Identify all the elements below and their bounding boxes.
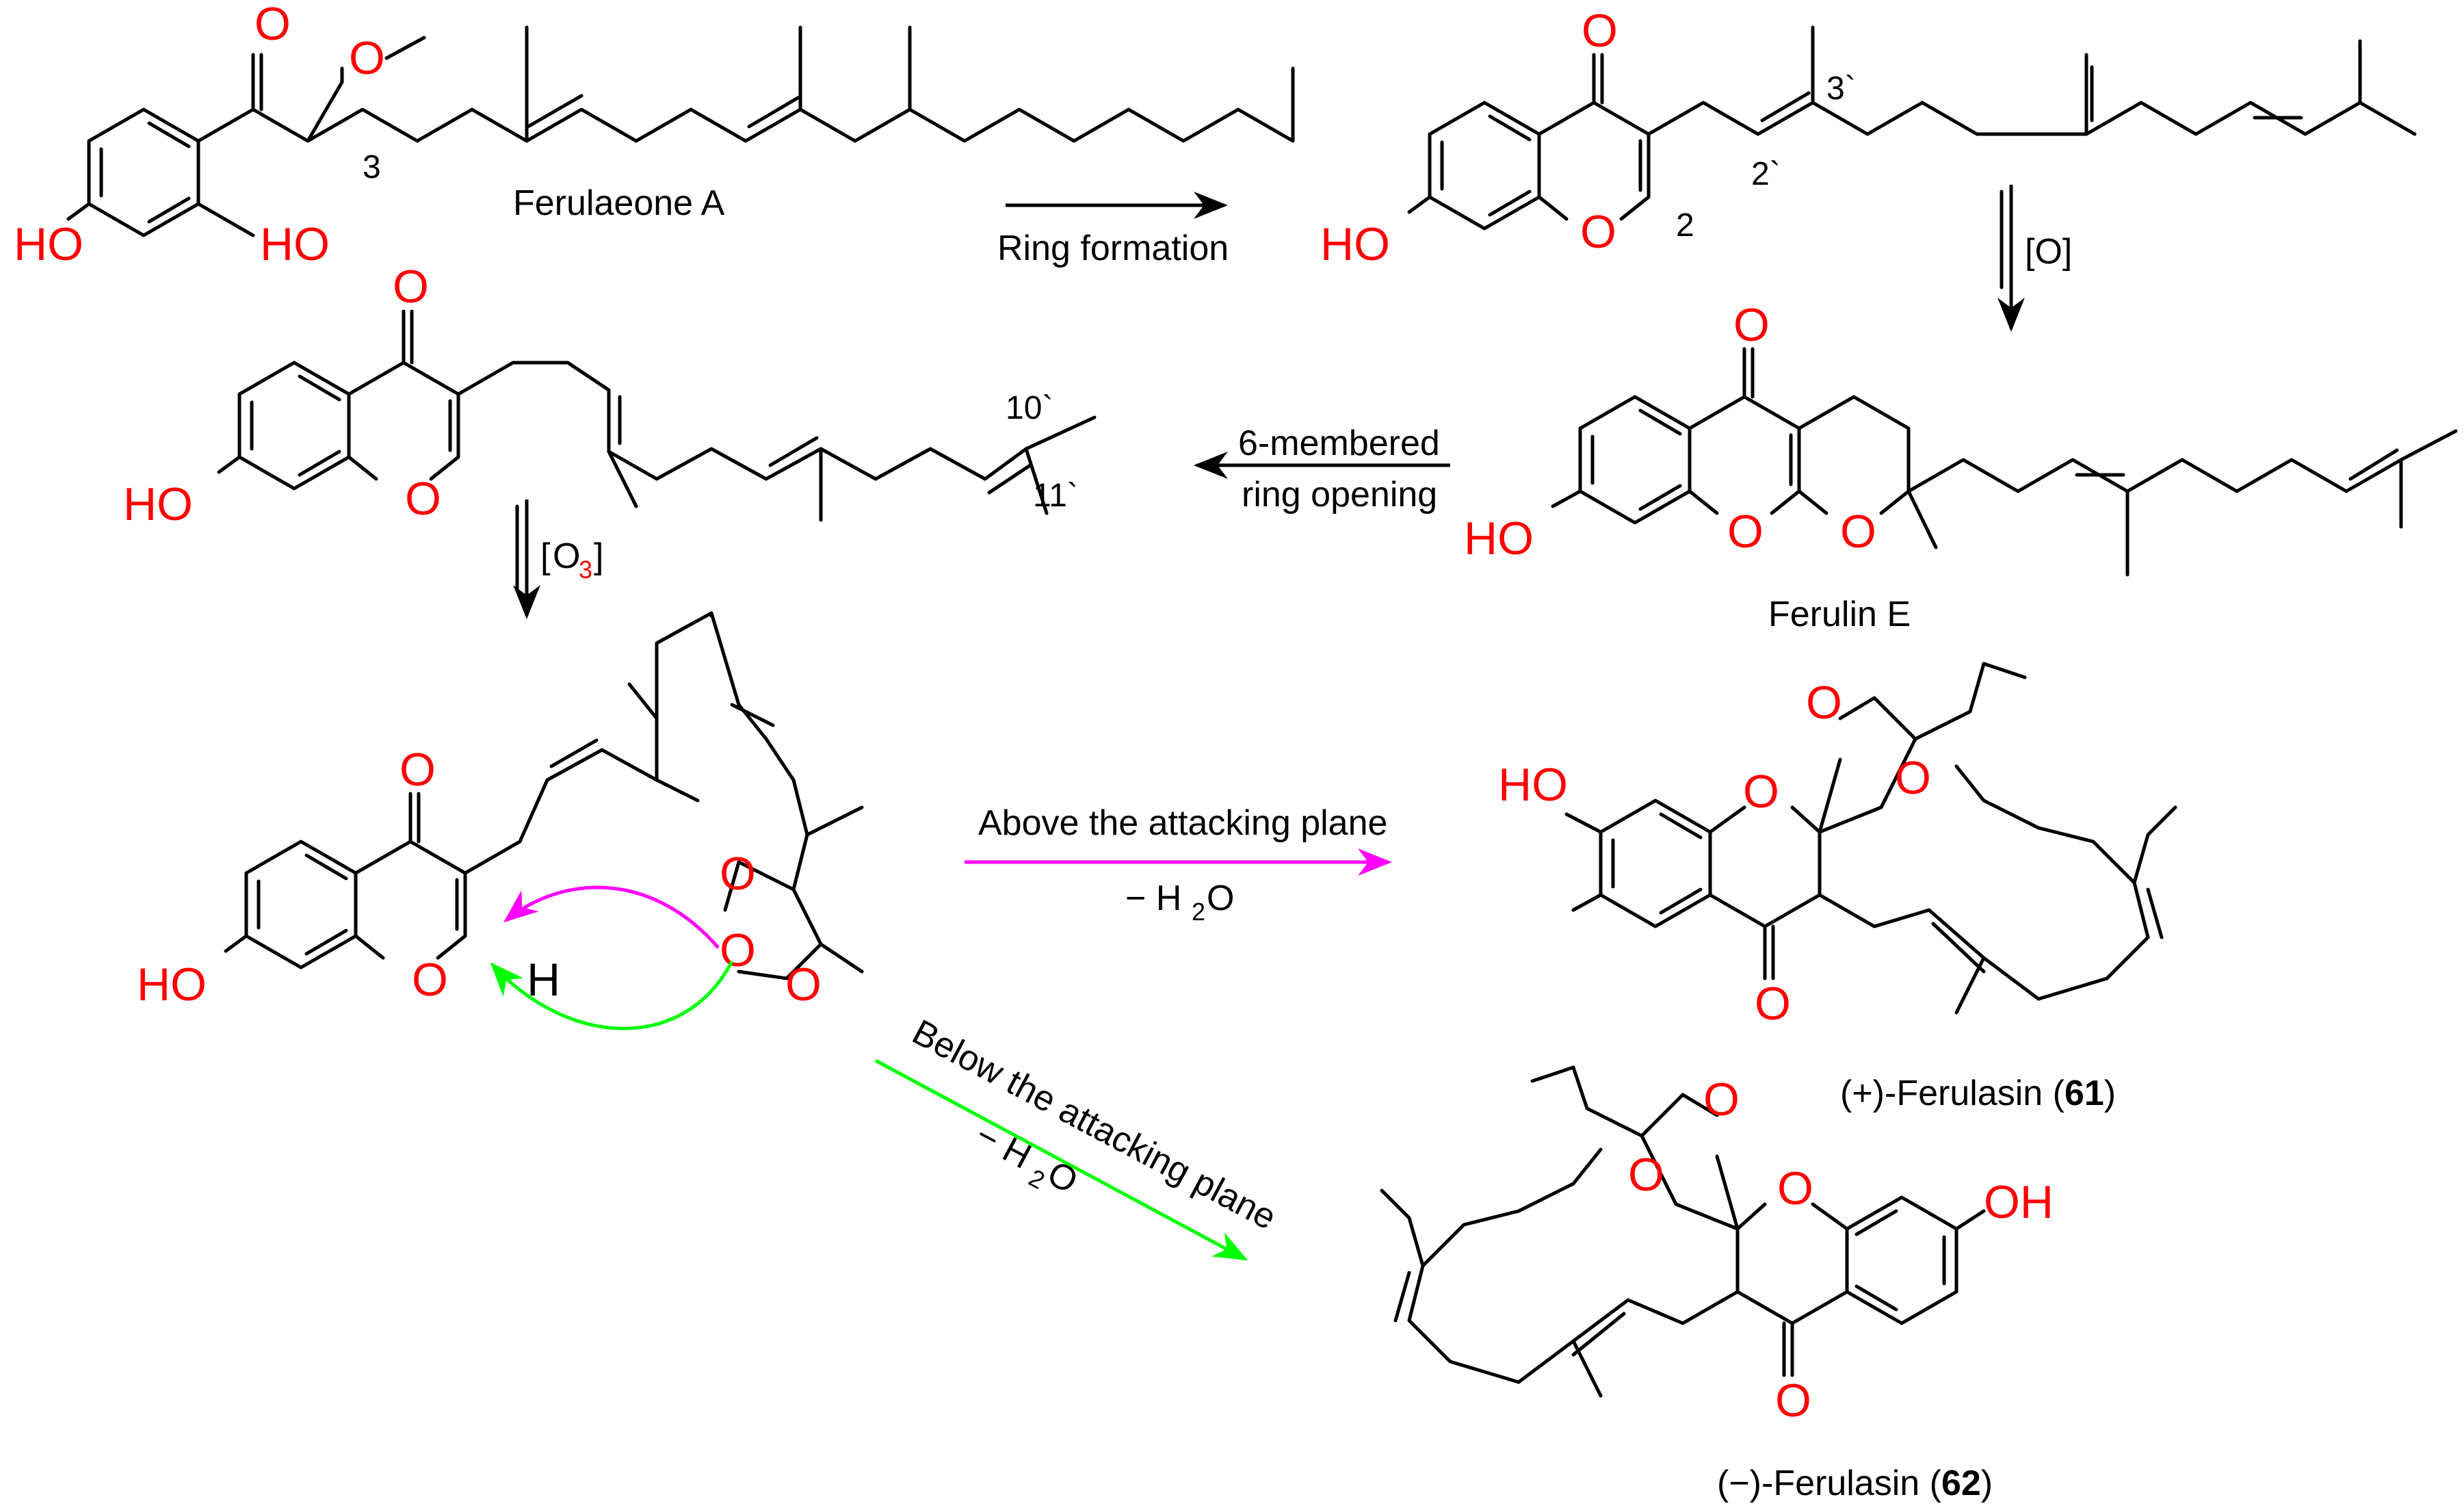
ferulaeone-carbonyl-o: O [254,0,291,50]
svg-text:3: 3 [579,556,592,584]
ozonide-o3: O [785,959,822,1011]
oxidation-label: [O] [2025,232,2072,272]
chromone2-oh: HO [123,478,193,530]
ferulasin-62-structure: OH O O O O [1380,1065,2054,1427]
ferulasin62-oh: OH [1984,1176,2054,1228]
ferulaeone-a-name: Ferulaeone A [513,183,725,223]
svg-text:− H: − H [969,1115,1038,1177]
ferulaeone-a-structure: O O HO HO 3 [14,0,1295,270]
svg-text:O: O [553,536,580,576]
ozonide-chromone-oh: HO [137,959,207,1011]
above-plane-label: Above the attacking plane [978,803,1387,843]
below-plane-label: Below the attacking plane [906,1012,1282,1237]
svg-text:− H: − H [1125,879,1181,918]
ferulasin61-dioxolane-o2: O [1895,752,1931,804]
ozonide-intermediate: O O HO H O O O [137,611,864,1011]
chromone2-c11prime-label: 11` [1033,478,1078,514]
below-plane-arrow [874,1058,1248,1261]
ferulasin62-dioxolane-o1: O [1703,1074,1740,1126]
ring-opening-label-2: ring opening [1242,475,1437,515]
ferulaeone-oh-1: HO [14,218,83,270]
ferulin-e-ring-o1: O [1727,506,1764,558]
ferulin-e-oh: HO [1464,512,1534,564]
chromone1-ring-o: O [1580,206,1616,258]
ferulasin62-dioxolane-o2: O [1628,1149,1664,1201]
isoflavone-intermediate-2: O O HO 10` 11` [123,261,1097,530]
chromone1-c2prime-label: 2` [1751,156,1781,192]
svg-text:]: ] [594,536,603,576]
ferulin-e-name: Ferulin E [1768,595,1911,634]
ferulasin62-ring-o: O [1777,1162,1813,1214]
svg-text:(−)-Ferulasin (62): (−)-Ferulasin (62) [1717,1464,1993,1503]
ferulaeone-c3-label: 3 [363,149,381,185]
chromone1-c2-label: 2 [1676,207,1694,244]
ozonide-chromone-carbonyl-o: O [399,744,436,796]
ferulin-e-ring-o2: O [1840,506,1876,558]
ring-formation-label: Ring formation [997,229,1229,268]
ferulasin61-carbonyl-o: O [1755,978,1791,1030]
svg-text:[: [ [540,536,551,576]
ferulin-e-carbonyl-o: O [1733,299,1770,351]
chromone2-c10prime-label: 10` [1006,390,1053,426]
ferulin-e-structure: O O O HO [1464,299,2458,577]
ozonolysis-label: [ O 3 ] [540,536,603,584]
chromone1-oh: HO [1320,218,1390,270]
ferulasin-61-structure: HO O O O O [1498,662,2177,1030]
isoflavone-intermediate-1: O O HO 2 3` 2` [1320,5,2417,270]
below-attack-curve-arrow [490,960,734,1030]
ring-opening-label-1: 6-membered [1238,424,1440,463]
ferulaeone-oh-2: HO [260,218,330,270]
ferulaeone-methoxy-o: O [349,32,385,84]
ferulasin-61-name: (+)-Ferulasin (61) [1840,1074,2116,1113]
chromone2-carbonyl-o: O [393,261,429,313]
chromone2-ring-o: O [405,473,441,525]
ferulasin62-carbonyl-o: O [1775,1375,1811,1427]
ozonide-o1: O [720,848,756,900]
chromone1-carbonyl-o: O [1582,5,1618,57]
ferulasin61-ring-o: O [1743,766,1779,818]
ferulasin-62-name: (−)-Ferulasin (62) [1717,1464,1993,1503]
above-dehydration-label: − H 2 O [1125,879,1234,926]
svg-text:2: 2 [1192,898,1205,926]
ferulasin61-dioxolane-o1: O [1806,677,1842,729]
svg-text:O: O [1207,879,1234,918]
ozonide-chromone-ring-o: O [412,954,448,1006]
svg-text:(+)-Ferulasin (61): (+)-Ferulasin (61) [1840,1074,2116,1113]
svg-text:O: O [1041,1154,1084,1201]
above-attack-curve-arrow [503,885,720,949]
chromone1-c3prime-label: 3` [1826,70,1856,107]
ozonide-o2: O [720,924,756,976]
ferulasin61-oh: HO [1498,759,1568,811]
